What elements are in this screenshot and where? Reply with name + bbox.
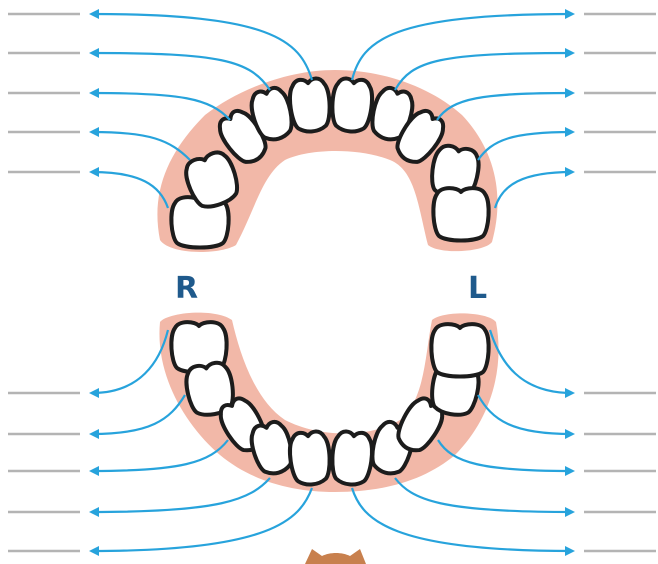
arrow-icon-2 [92,53,270,90]
gums [157,70,498,492]
upper-tooth-6 [330,78,374,134]
arrow-icon-14 [92,478,270,512]
arrow-icon-17 [478,395,572,434]
arrow-icon-13 [92,440,228,471]
mascot-ear-icon [305,549,366,564]
arrow-icon-16 [490,330,572,393]
arrow-icon-7 [395,53,572,90]
upper-tooth-5 [288,78,332,134]
arrow-icon-5 [92,172,168,208]
arrow-icon-10 [495,172,572,208]
lower-tooth-6 [330,431,374,487]
right-side-label: R [175,271,198,306]
arrow-icon-1 [92,14,312,80]
arrow-icon-15 [92,488,312,551]
left-side-label: L [468,271,487,306]
arrow-icon-6 [352,14,572,80]
lower-tooth-10 [431,324,488,376]
arrow-icon-11 [92,330,168,393]
arrow-icon-9 [478,132,572,160]
arrow-icon-12 [92,395,185,434]
lower-tooth-5 [288,431,332,487]
arrow-icon-19 [395,478,572,512]
upper-tooth-10 [433,188,488,240]
arrow-icon-20 [352,488,572,551]
